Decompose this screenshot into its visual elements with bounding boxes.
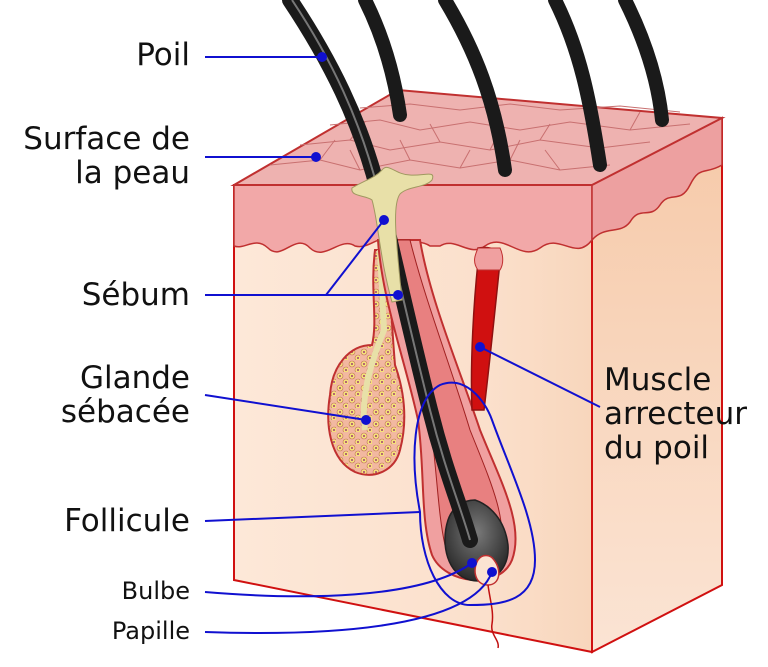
label-surface: Surface de la peau — [23, 121, 190, 191]
label-poil: Poil — [136, 37, 190, 73]
dot-glande — [361, 415, 371, 425]
dot-surface — [311, 152, 321, 162]
dot-sebum — [393, 290, 403, 300]
leader-glande — [204, 394, 367, 421]
hair-5 — [618, 0, 669, 127]
label-muscle: Muscle arrecteur du poil — [604, 362, 747, 466]
dot-papille — [487, 567, 497, 577]
arrector-muscle-base — [474, 247, 504, 271]
dermal-papilla — [474, 554, 500, 586]
follicle-outline — [413, 381, 537, 607]
sebum-deposit — [351, 166, 434, 303]
dot-poil — [317, 52, 327, 62]
label-sebum: Sébum — [81, 277, 190, 313]
label-follicule: Follicule — [64, 503, 190, 539]
hair-2 — [358, 0, 407, 122]
label-bulbe: Bulbe — [121, 577, 190, 605]
leader-sebum-branch — [325, 219, 385, 296]
leader-muscle — [479, 346, 601, 408]
hair-4 — [548, 0, 607, 172]
label-glande: Glande sébacée — [60, 360, 190, 430]
leader-bulbe — [204, 562, 473, 598]
dot-bulbe — [467, 558, 477, 568]
papilla-capillary — [487, 584, 499, 649]
leader-papille — [204, 571, 493, 634]
label-papille: Papille — [111, 617, 190, 645]
dot-muscle — [475, 342, 485, 352]
leader-follicule — [204, 511, 421, 522]
hair-3 — [438, 0, 512, 177]
epidermis-side — [591, 116, 723, 243]
dot-sebum-2 — [379, 215, 389, 225]
